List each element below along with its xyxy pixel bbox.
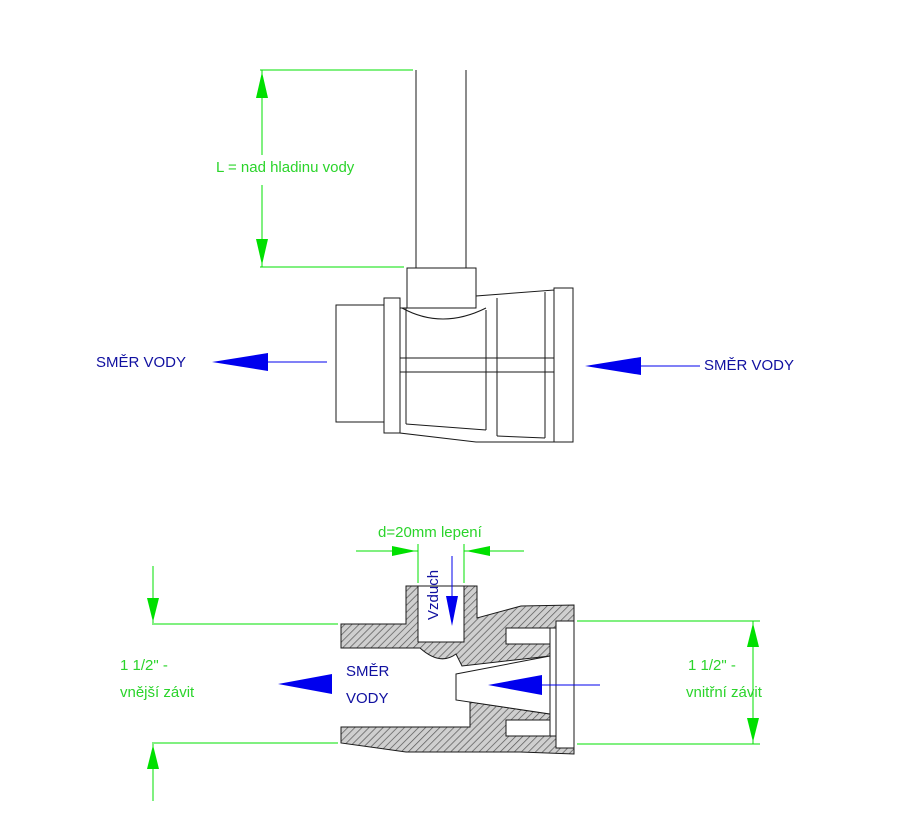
arrowhead xyxy=(147,745,159,769)
slot-bottom xyxy=(505,719,551,737)
inner-line xyxy=(405,423,487,431)
section-flow-inlet xyxy=(488,675,600,695)
air-arrowhead xyxy=(446,596,458,626)
right-thread-label-line1: 1 1/2" - xyxy=(688,657,736,674)
arrowhead xyxy=(466,546,490,556)
air-channel xyxy=(417,585,465,643)
body-outline xyxy=(399,289,555,443)
pipe-collar xyxy=(406,267,477,309)
arrowhead xyxy=(392,546,416,556)
right-thread-dimension xyxy=(577,620,760,745)
left-thread-dimension xyxy=(147,566,338,801)
outlet-stub xyxy=(335,304,385,423)
section-flow-label-line2: VODY xyxy=(346,690,389,707)
length-dimension xyxy=(256,69,413,268)
slot-top xyxy=(505,627,551,645)
arrowhead xyxy=(747,718,759,742)
air-flow xyxy=(446,556,458,626)
left-thread-label-line1: 1 1/2" - xyxy=(120,657,168,674)
flow-arrowhead xyxy=(585,357,641,375)
left-thread-label-line2: vnější závit xyxy=(120,684,195,701)
right-thread-label-line2: vnitřní závit xyxy=(686,684,763,701)
diameter-dimension xyxy=(356,544,524,583)
inner-line xyxy=(496,435,546,439)
diameter-label: d=20mm lepení xyxy=(378,524,483,541)
inlet-flange xyxy=(553,287,574,443)
arrowhead xyxy=(256,239,268,265)
flow-right xyxy=(585,357,700,375)
throat-curve xyxy=(401,307,487,320)
body-left-flange xyxy=(383,297,401,434)
top-view xyxy=(335,70,574,443)
arrowhead xyxy=(256,72,268,98)
flow-right-label: SMĚR VODY xyxy=(704,357,794,374)
flow-left xyxy=(212,353,327,371)
section-flow-label-line1: SMĚR xyxy=(346,663,390,680)
section-flow-outlet-arrow xyxy=(278,674,332,694)
length-label: L = nad hladinu vody xyxy=(216,159,355,176)
arrowhead xyxy=(147,598,159,622)
arrowhead xyxy=(747,623,759,647)
flow-arrowhead xyxy=(488,675,542,695)
flow-left-label: SMĚR VODY xyxy=(96,354,186,371)
air-label: Vzduch xyxy=(425,570,442,620)
flow-arrowhead xyxy=(212,353,268,371)
